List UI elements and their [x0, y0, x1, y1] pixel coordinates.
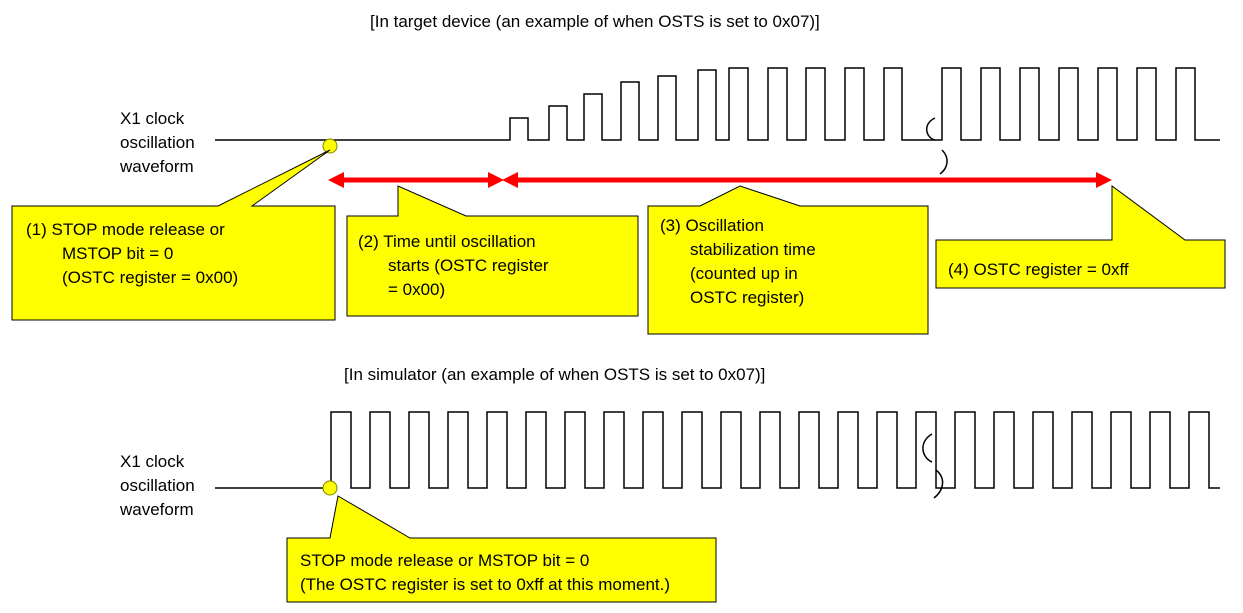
arrow-head [1096, 172, 1112, 188]
simulator-callouts [286, 495, 717, 603]
arrow-head [502, 172, 518, 188]
timing-arrows [328, 172, 1112, 188]
target-waveform [215, 67, 1220, 175]
waveform-break-symbol [926, 117, 936, 141]
callout-stabilization-time: (3) Oscillation stabilization time (coun… [660, 216, 816, 307]
target-waveform-path [215, 67, 1220, 141]
simulator-waveform-path [215, 411, 1220, 489]
callout-oscillation-start: (2) Time until oscillation starts (OSTC … [358, 232, 549, 299]
waveform-break-symbol [922, 433, 933, 463]
arrow-head [488, 172, 504, 188]
callout-box-stop-release [11, 149, 336, 321]
callout-box-ostc-ff [935, 185, 1226, 289]
callout-sim-stop-release: STOP mode release or MSTOP bit = 0 (The … [300, 551, 671, 594]
simulator-section-title: [In simulator (an example of when OSTS i… [344, 365, 766, 384]
stop-release-marker [322, 480, 338, 496]
callout-stop-release: (1) STOP mode release or MSTOP bit = 0 (… [26, 220, 239, 287]
simulator-waveform-label: X1 clock oscillation waveform [120, 452, 195, 519]
callout-box-oscillation-start [346, 185, 639, 317]
waveform-break-symbol [933, 469, 944, 499]
target-section-title: [In target device (an example of when OS… [370, 12, 820, 31]
target-waveform-label: X1 clock oscillation waveform [120, 109, 195, 176]
simulator-waveform [215, 411, 1220, 499]
arrow-head [328, 172, 344, 188]
stop-release-marker [322, 138, 338, 154]
callout-box-stabilization-time [647, 185, 929, 335]
callout-ostc-ff: (4) OSTC register = 0xff [948, 260, 1129, 279]
callout-box-sim-stop-release [286, 495, 717, 603]
waveform-break-symbol [939, 149, 948, 175]
target-callouts [11, 149, 1226, 335]
